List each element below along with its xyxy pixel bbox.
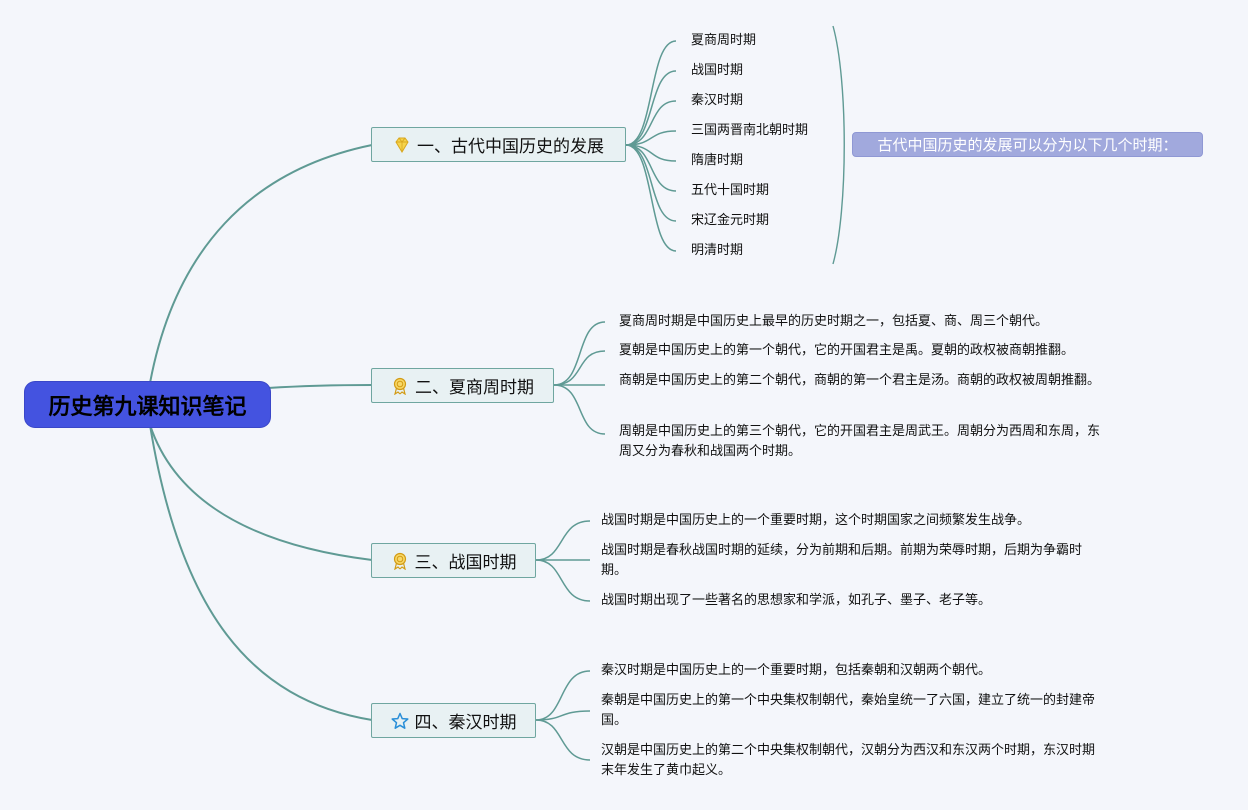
connector-branch-3-leaf bbox=[535, 520, 591, 561]
branch-qin-han[interactable]: 四、秦汉时期 bbox=[371, 703, 536, 738]
branch-label: 四、秦汉时期 bbox=[414, 713, 517, 733]
summary-callout[interactable]: 古代中国历史的发展可以分为以下几个时期： bbox=[852, 132, 1203, 157]
root-topic-label: 历史第九课知识笔记 bbox=[48, 394, 247, 420]
branch-ancient-china-development[interactable]: 一、古代中国历史的发展 bbox=[371, 127, 626, 162]
leaf-note[interactable]: 夏商周时期是中国历史上最早的历史时期之一，包括夏、商、周三个朝代。 bbox=[619, 314, 1049, 329]
branch-label: 二、夏商周时期 bbox=[415, 378, 534, 398]
connector-root-branch-2 bbox=[267, 384, 373, 389]
leaf-period[interactable]: 明清时期 bbox=[691, 243, 744, 258]
branch-warring-states[interactable]: 三、战国时期 bbox=[371, 543, 536, 578]
leaf-period[interactable]: 宋辽金元时期 bbox=[691, 213, 770, 228]
connector-root-branch-1 bbox=[149, 144, 373, 384]
connector-branch-4-leaf bbox=[535, 710, 591, 721]
root-topic[interactable]: 历史第九课知识笔记 bbox=[25, 382, 270, 427]
medal-icon bbox=[391, 377, 409, 395]
connector-branch-1-leaf bbox=[625, 130, 677, 146]
leaf-period[interactable]: 战国时期 bbox=[691, 63, 744, 78]
leaf-note[interactable]: 秦朝是中国历史上的第一个中央集权制朝代，秦始皇统一了六国，建立了统一的封建帝国。 bbox=[601, 693, 1096, 728]
summary-bracket bbox=[832, 25, 845, 265]
leaf-note[interactable]: 战国时期出现了一些著名的思想家和学派，如孔子、墨子、老子等。 bbox=[601, 593, 992, 608]
leaf-period[interactable]: 隋唐时期 bbox=[691, 153, 744, 168]
connector-branch-1-leaf bbox=[625, 70, 677, 146]
summary-label: 古代中国历史的发展可以分为以下几个时期： bbox=[877, 136, 1178, 154]
star-icon bbox=[390, 712, 409, 730]
medal-icon bbox=[391, 552, 409, 570]
branch-label: 三、战国时期 bbox=[414, 553, 517, 573]
connector-branch-1-leaf bbox=[625, 100, 677, 146]
leaf-note[interactable]: 战国时期是春秋战国时期的延续，分为前期和后期。前期为荣辱时期，后期为争霸时期。 bbox=[601, 543, 1083, 578]
leaf-note[interactable]: 周朝是中国历史上的第三个朝代，它的开国君主是周武王。周朝分为西周和东周，东周又分… bbox=[619, 424, 1101, 459]
leaf-note[interactable]: 汉朝是中国历史上的第二个中央集权制朝代，汉朝分为西汉和东汉两个时期，东汉时期末年… bbox=[601, 743, 1096, 778]
connector-branch-2-leaf bbox=[553, 350, 606, 386]
leaf-note[interactable]: 秦汉时期是中国历史上的一个重要时期，包括秦朝和汉朝两个朝代。 bbox=[601, 663, 992, 678]
diamond-icon bbox=[393, 136, 411, 154]
connector-branch-1-leaf bbox=[625, 40, 677, 146]
branch-label: 一、古代中国历史的发展 bbox=[417, 137, 604, 157]
branch-xia-shang-zhou[interactable]: 二、夏商周时期 bbox=[371, 368, 554, 403]
connector-branch-4-leaf bbox=[535, 670, 591, 721]
connector-root-branch-4 bbox=[149, 424, 373, 721]
leaf-period[interactable]: 秦汉时期 bbox=[691, 93, 744, 108]
leaf-note[interactable]: 商朝是中国历史上的第二个朝代，商朝的第一个君主是汤。商朝的政权被周朝推翻。 bbox=[619, 373, 1101, 388]
connector-branch-2-leaf bbox=[553, 384, 606, 435]
connector-branch-2-leaf bbox=[553, 321, 606, 386]
leaf-note[interactable]: 夏朝是中国历史上的第一个朝代，它的开国君主是禹。夏朝的政权被商朝推翻。 bbox=[619, 343, 1075, 358]
leaf-note[interactable]: 战国时期是中国历史上的一个重要时期，这个时期国家之间频繁发生战争。 bbox=[601, 513, 1031, 528]
connector-root-branch-3 bbox=[149, 424, 373, 561]
connector-branch-3-leaf bbox=[535, 559, 591, 602]
leaf-period[interactable]: 三国两晋南北朝时期 bbox=[691, 123, 809, 138]
connector-branch-1-leaf bbox=[625, 144, 677, 222]
leaf-period[interactable]: 五代十国时期 bbox=[691, 183, 770, 198]
leaf-period[interactable]: 夏商周时期 bbox=[691, 33, 757, 48]
connector-branch-4-leaf bbox=[535, 719, 591, 761]
connector-branch-1-leaf bbox=[625, 144, 677, 252]
